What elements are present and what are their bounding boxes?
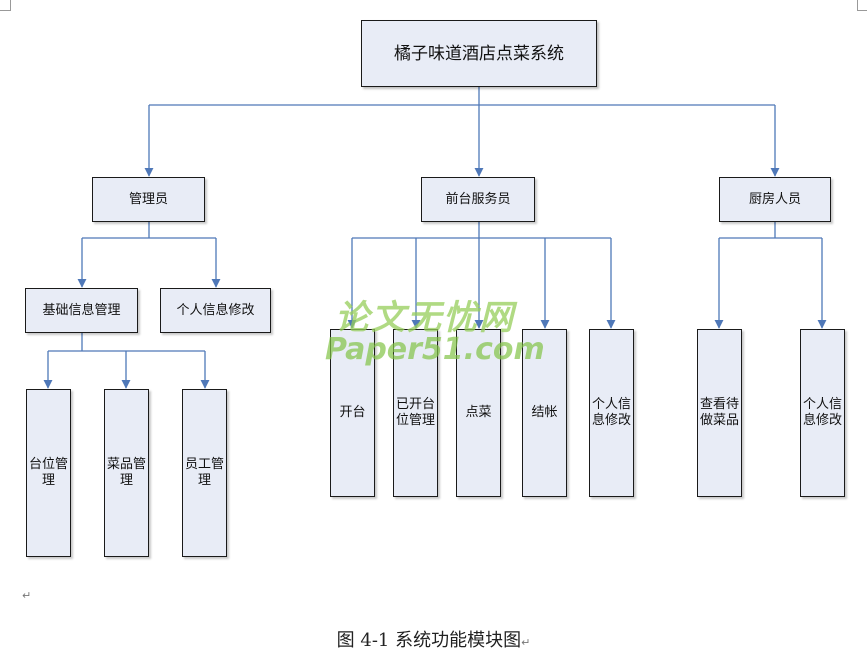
paragraph-mark-icon: ↵	[521, 636, 531, 649]
page-corner-mark	[0, 0, 11, 11]
basic-table-mgmt-label: 台位管 理	[28, 457, 68, 488]
page-corner-mark	[857, 0, 867, 11]
figure-caption-text: 图 4-1 系统功能模块图	[336, 630, 522, 651]
role-front-node: 前台服务员	[421, 177, 535, 222]
role-admin-node: 管理员	[92, 177, 205, 222]
admin-personal-label: 个人信息修改	[176, 302, 255, 318]
basic-staff-mgmt-label: 员工管 理	[184, 457, 224, 488]
front-open-table-node: 开台	[330, 329, 375, 497]
role-kitchen-label: 厨房人员	[748, 191, 801, 207]
kitchen-personal-label: 个人信 息修改	[802, 397, 842, 428]
front-order-label: 点菜	[465, 405, 492, 420]
basic-dish-mgmt-label: 菜品管 理	[106, 457, 146, 488]
front-personal-node: 个人信 息修改	[589, 329, 634, 497]
figure-caption: 图 4-1 系统功能模块图↵	[0, 626, 867, 652]
kitchen-pending-dishes-label: 查看待 做菜品	[699, 397, 739, 428]
admin-personal-node: 个人信息修改	[160, 288, 271, 333]
paragraph-mark-icon: ↵	[22, 589, 32, 602]
front-personal-label: 个人信 息修改	[591, 397, 631, 428]
admin-basic-info-node: 基础信息管理	[25, 288, 138, 333]
watermark-line1: 论文无忧网	[335, 298, 515, 338]
root-label: 橘子味道酒店点菜系统	[394, 43, 564, 64]
front-order-node: 点菜	[456, 329, 501, 497]
front-checkout-label: 结帐	[531, 405, 558, 420]
role-kitchen-node: 厨房人员	[719, 177, 831, 222]
admin-basic-info-label: 基础信息管理	[42, 302, 121, 318]
front-checkout-node: 结帐	[522, 329, 567, 497]
kitchen-pending-dishes-node: 查看待 做菜品	[697, 329, 742, 497]
role-front-label: 前台服务员	[445, 191, 511, 207]
role-admin-label: 管理员	[128, 191, 168, 207]
basic-staff-mgmt-node: 员工管 理	[182, 389, 227, 557]
front-open-table-label: 开台	[339, 405, 366, 420]
basic-dish-mgmt-node: 菜品管 理	[104, 389, 149, 557]
kitchen-personal-node: 个人信 息修改	[800, 329, 845, 497]
watermark-line2: Paper51.com	[325, 332, 545, 367]
front-opened-tables-label: 已开台 位管理	[395, 397, 435, 428]
root-node: 橘子味道酒店点菜系统	[361, 20, 597, 87]
watermark-logo: 论文无忧网 Paper51.com	[325, 290, 545, 370]
basic-table-mgmt-node: 台位管 理	[26, 389, 71, 557]
front-opened-tables-node: 已开台 位管理	[393, 329, 438, 497]
